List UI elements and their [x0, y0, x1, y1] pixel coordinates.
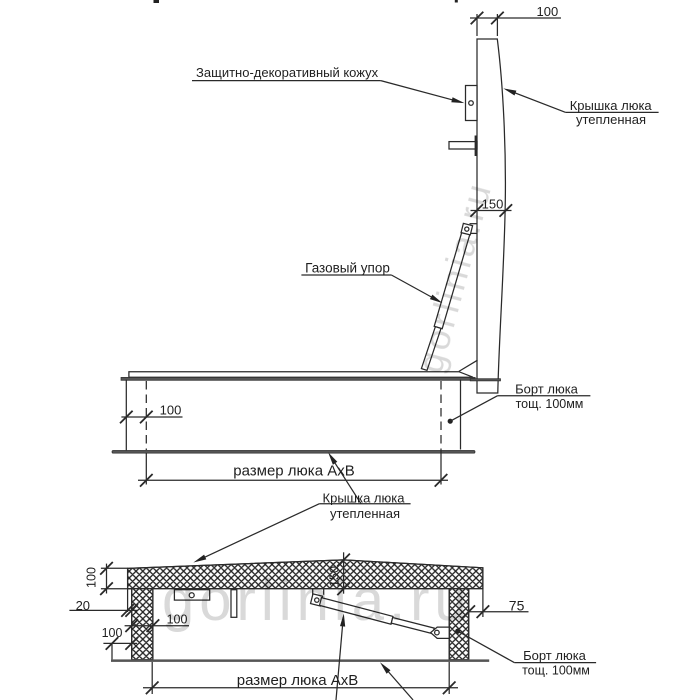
svg-text:150: 150	[482, 197, 504, 212]
svg-text:100: 100	[160, 403, 182, 418]
svg-text:утепленная: утепленная	[330, 506, 400, 521]
svg-text:тощ. 100мм: тощ. 100мм	[516, 397, 584, 411]
svg-text:Крышка люка: Крышка люка	[323, 490, 406, 505]
svg-text:Защитно-декоративный кожух: Защитно-декоративный кожух	[196, 65, 379, 80]
svg-text:100: 100	[537, 4, 559, 19]
svg-text:100: 100	[167, 612, 188, 626]
svg-text:размер люка АхВ: размер люка АхВ	[233, 462, 354, 479]
svg-text:тощ. 100мм: тощ. 100мм	[522, 663, 590, 677]
svg-text:Газовый упор: Газовый упор	[305, 261, 390, 276]
svg-text:gorlinia.ru: gorlinia.ru	[162, 568, 472, 633]
svg-text:75: 75	[509, 598, 525, 614]
svg-text:Борт люка: Борт люка	[523, 648, 587, 663]
svg-text:Крышка люка: Крышка люка	[570, 98, 653, 113]
svg-text:100: 100	[85, 567, 99, 588]
svg-text:150: 150	[328, 566, 342, 587]
svg-text:100: 100	[102, 626, 123, 640]
svg-text:20: 20	[76, 598, 90, 613]
svg-text:утепленная: утепленная	[576, 112, 646, 127]
svg-text:Борт люка: Борт люка	[515, 382, 579, 397]
svg-text:размер люка АхВ: размер люка АхВ	[237, 672, 358, 689]
